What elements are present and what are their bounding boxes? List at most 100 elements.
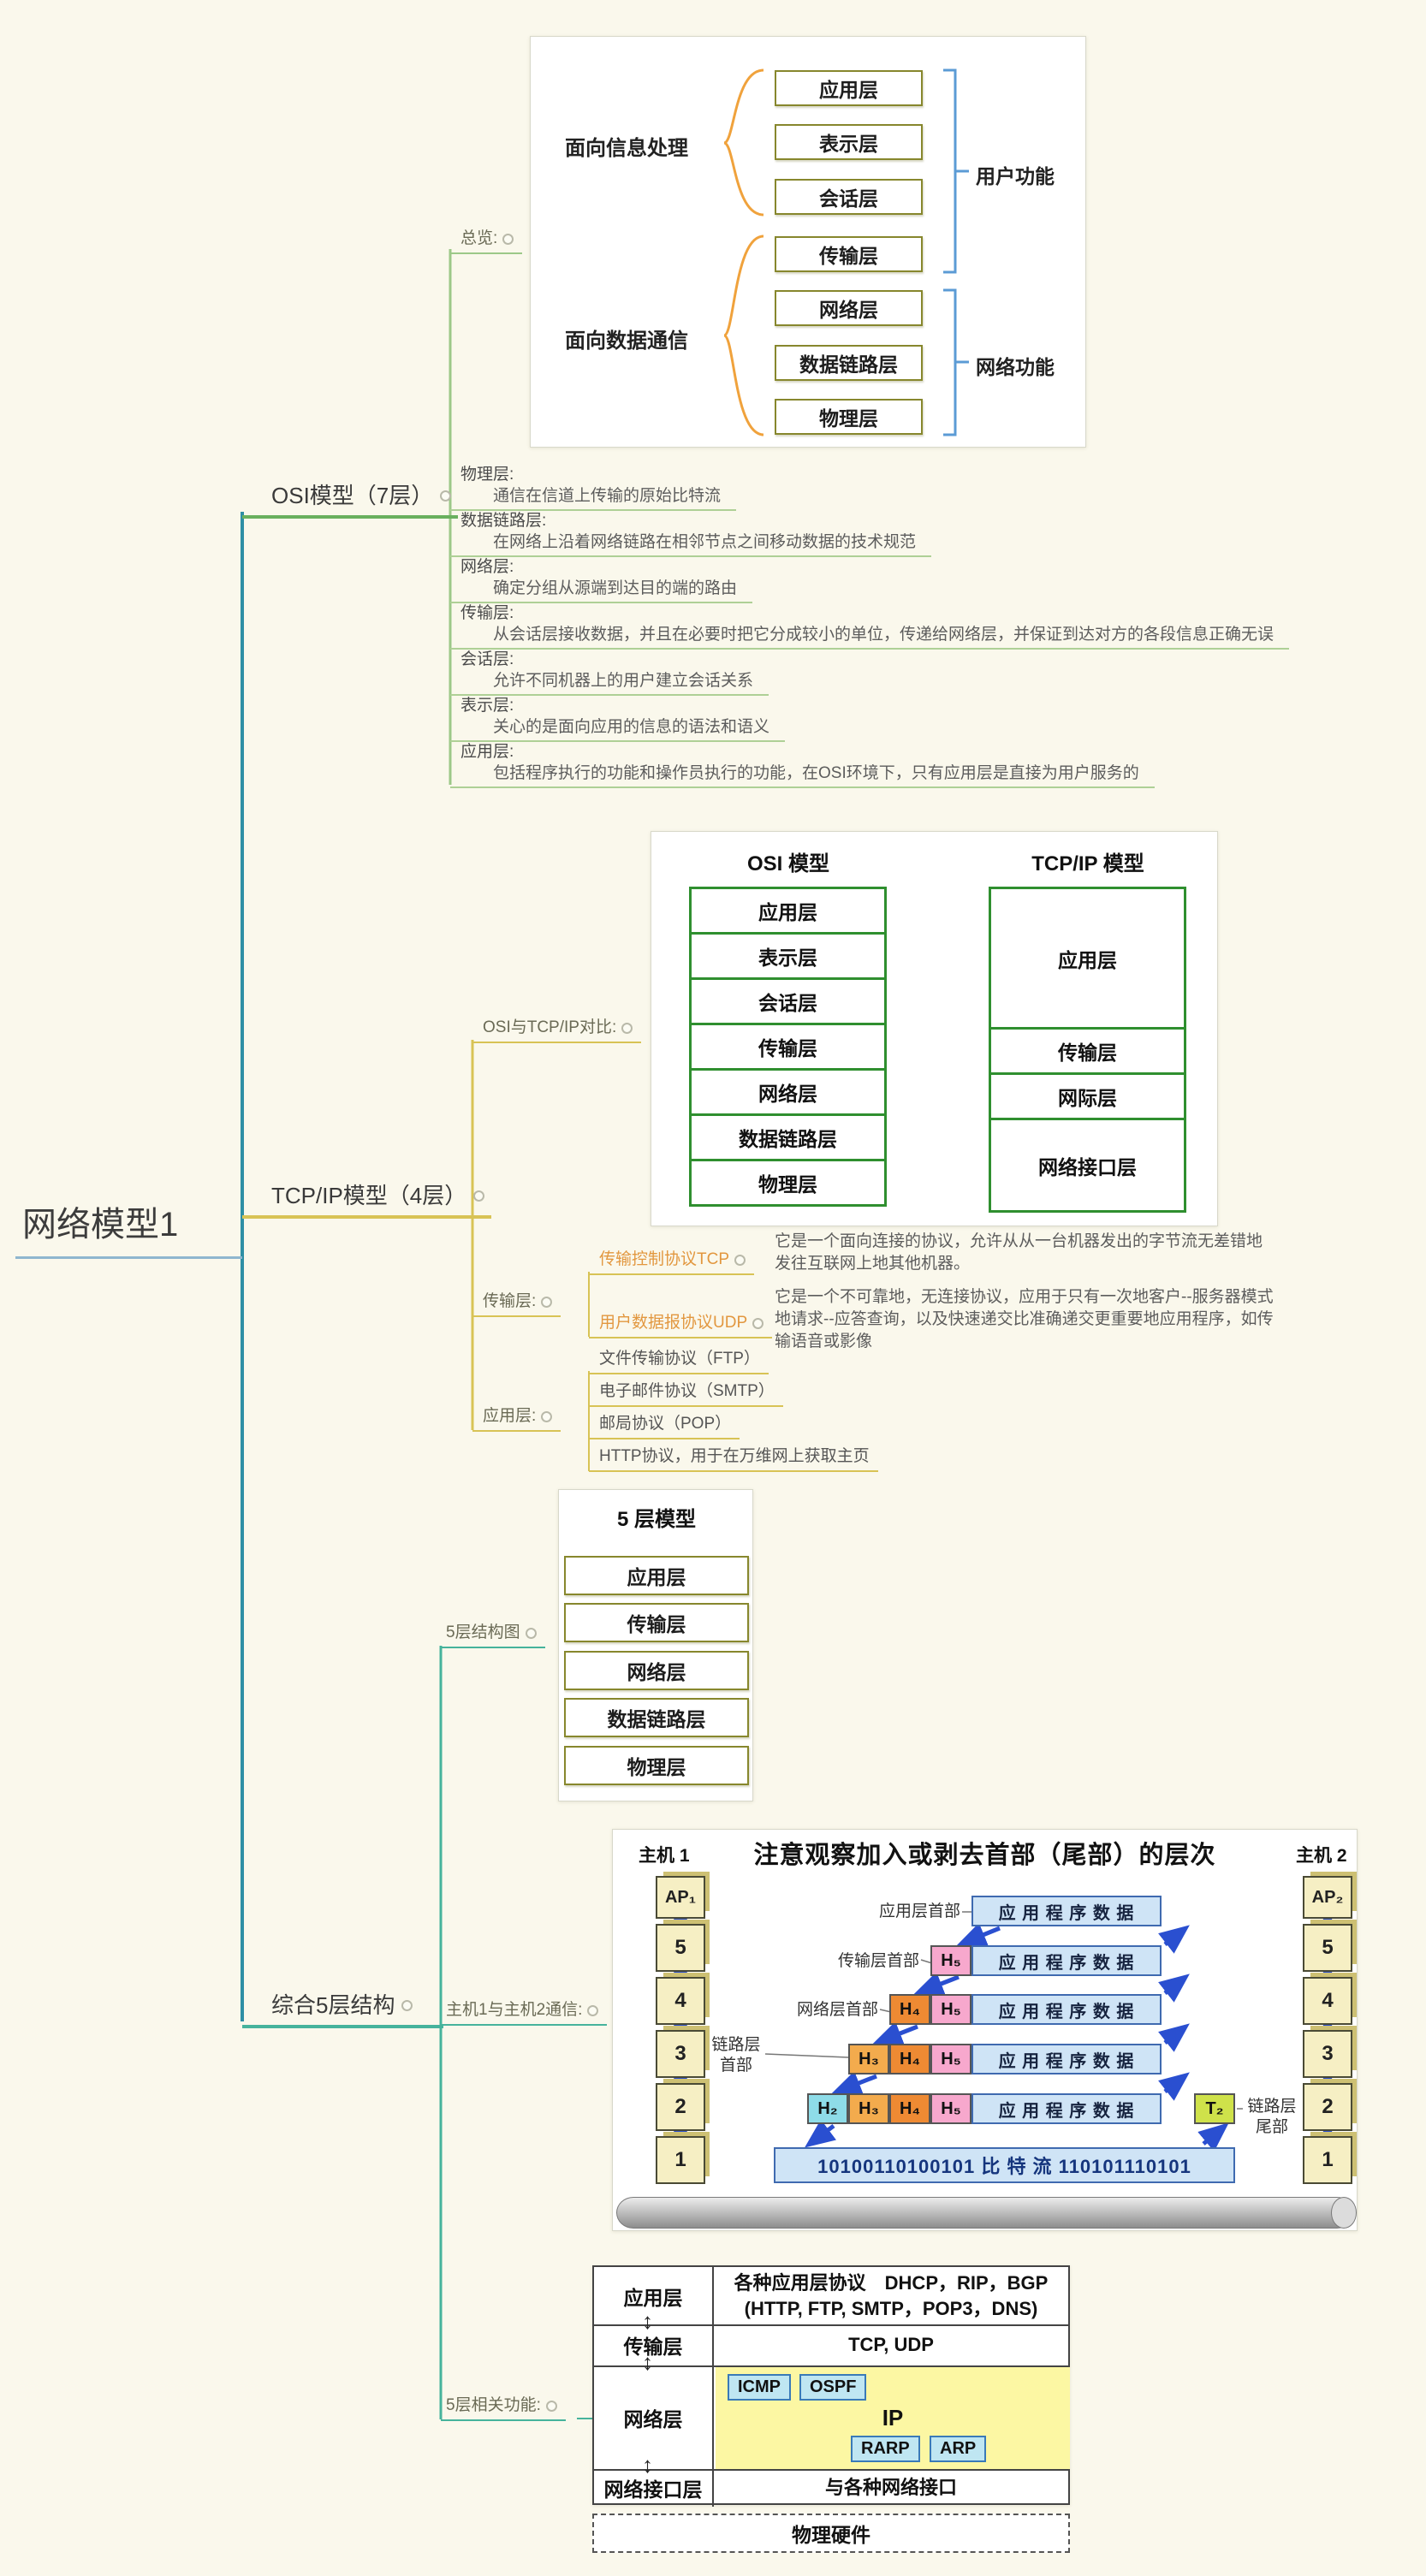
stack-layer-box: 5 [656,1924,705,1972]
branch-tcpip-label: TCP/IP模型（4层） [271,1183,467,1208]
node-osi-session[interactable]: 会话层: 允许不同机器上的用户建立会话关系 [450,649,769,696]
osi-overview-diagram: 面向信息处理 面向数据通信 用户功能 网络功能 应用层 表示层 会话层 传输层 … [530,36,1086,448]
link-trailer-label: 链路层尾部 [1247,2098,1297,2136]
node-tcpip-transport[interactable]: 传输层: [472,1291,561,1317]
node-comm-label: 主机1与主机2通信: [446,2001,583,2019]
stack-layer-box: 4 [656,1977,705,2025]
table-row-label: 传输层 [594,2324,714,2365]
node-osi-tcpip-compare[interactable]: OSI与TCP/IP对比: [472,1018,642,1043]
collapse-handle[interactable] [525,1627,537,1639]
collapse-handle[interactable] [401,1999,413,2011]
collapse-handle[interactable] [502,233,514,245]
node-smtp[interactable]: 电子邮件协议（SMTP） [589,1381,783,1407]
app-layer-protocols: 各种应用层协议 DHCP，RIP，BGP (HTTP, FTP, SMTP，PO… [714,2267,1068,2324]
tcpip-column: 应用层 传输层 网际层 网络接口层 [989,887,1186,1213]
item-label: 传输层: [460,604,514,622]
table-divider [594,2469,1068,2471]
tcpip-column-title: TCP/IP 模型 [1031,852,1144,875]
app-data-box: 应 用 程 序 数 据 [971,1896,1162,1926]
collapse-handle[interactable] [473,1190,485,1202]
root-topic[interactable]: 网络模型1 [15,1196,242,1259]
collapse-handle[interactable] [621,1022,633,1034]
h5-box: H₅ [930,2093,971,2124]
node-osi-overview[interactable]: 总览: [450,229,523,254]
five-layer-functions-table: 应用层 传输层 网络层 网络接口层 ↕ ↕ ↕ 各种应用层协议 DHCP，RIP… [592,2265,1070,2507]
branch-tcpip-model[interactable]: TCP/IP模型（4层） [242,1181,492,1219]
brace-shapes [722,68,969,436]
node-tcpip-application[interactable]: 应用层: [472,1406,561,1432]
item-desc: 通信在信道上传输的原始比特流 [493,487,722,505]
item-label: 表示层: [460,697,514,715]
table-row-label: 网络接口层 [594,2469,714,2507]
osi-column: 应用层 表示层 会话层 传输层 网络层 数据链路层 物理层 [689,887,887,1207]
table-divider [594,2324,1068,2326]
node-osi-presentation[interactable]: 表示层: 关心的是面向应用的信息的语法和语义 [450,695,786,742]
http-label: HTTP协议，用于在万维网上获取主页 [599,1447,870,1465]
osi-column-title: OSI 模型 [746,852,829,875]
transport-layer-protocols: TCP, UDP [848,2334,934,2355]
app-data-box: 应 用 程 序 数 据 [971,1945,1162,1976]
node-osi-datalink[interactable]: 数据链路层: 在网络上沿着网络链路在相邻节点之间移动数据的技术规范 [450,510,932,557]
collapse-handle[interactable] [587,2004,599,2016]
node-osi-overview-label: 总览: [460,229,498,247]
layer-box: 传输层 [564,1603,749,1642]
branch-osi-model[interactable]: OSI模型（7层） [242,481,459,519]
item-label: 会话层: [460,650,514,668]
item-desc: 允许不同机器上的用户建立会话关系 [493,672,754,690]
physical-hardware-box: 物理硬件 [592,2514,1070,2553]
h5-box: H₅ [930,1994,971,2025]
app-data-box: 应 用 程 序 数 据 [971,1994,1162,2025]
cmp-cell: 物理层 [689,1159,887,1207]
rarp-chip: RARP [851,2436,920,2462]
layer-box: 数据链路层 [775,345,923,381]
node-application-label: 应用层: [483,1407,537,1425]
item-desc: 包括程序执行的功能和操作员执行的功能，在OSI环境下，只有应用层是直接为用户服务… [493,764,1139,782]
collapse-handle[interactable] [541,1410,553,1422]
cmp-cell: 应用层 [989,887,1186,1030]
item-label: 数据链路层: [460,512,547,530]
collapse-handle[interactable] [541,1296,553,1308]
stack-layer-box: 5 [1303,1924,1352,1972]
t2-box: T₂ [1194,2093,1235,2124]
node-tcp-protocol[interactable]: 传输控制协议TCP [589,1249,755,1275]
collapse-handle[interactable] [545,2400,557,2412]
branch-five-layer[interactable]: 综合5层结构 [242,1991,443,2028]
icmp-chip: ICMP [728,2374,791,2401]
trans-header-label: 传输层首部 [837,1952,919,1970]
bitstream-box: 10100110100101 比 特 流 110101110101 [774,2147,1235,2183]
node-host-communication[interactable]: 主机1与主机2通信: [441,2000,608,2026]
node-ftp[interactable]: 文件传输协议（FTP） [589,1349,769,1374]
app-header-label: 应用层首部 [878,1902,960,1920]
h2-box: H₂ [807,2093,848,2124]
physical-medium-cylinder [616,2197,1357,2229]
network-function-label: 网络功能 [976,356,1055,378]
stack-layer-box: 2 [1303,2083,1352,2131]
node-pop[interactable]: 邮局协议（POP） [589,1414,740,1439]
layer-box: 表示层 [775,124,923,160]
node-five-structure[interactable]: 5层结构图 [441,1623,545,1648]
node-osi-transport[interactable]: 传输层: 从会话层接收数据，并且在必要时把它分成较小的单位，传递给网络层，并保证… [450,602,1290,650]
node-udp-protocol[interactable]: 用户数据报协议UDP [589,1313,773,1338]
udp-protocol-desc[interactable]: 它是一个不可靠地，无连接协议，应用于只有一次地客户--服务器模式地请求--应答查… [775,1288,1274,1350]
node-compare-label: OSI与TCP/IP对比: [483,1018,617,1036]
cmp-cell: 网络层 [689,1068,887,1116]
node-osi-physical[interactable]: 物理层: 通信在信道上传输的原始比特流 [450,464,737,511]
node-http[interactable]: HTTP协议，用于在万维网上获取主页 [589,1446,878,1472]
collapse-handle[interactable] [752,1317,764,1329]
cmp-cell: 表示层 [689,932,887,980]
smtp-label: 电子邮件协议（SMTP） [599,1382,775,1400]
node-osi-network[interactable]: 网络层: 确定分组从源端到达目的端的路由 [450,556,753,603]
h5-box: H₅ [930,1945,971,1976]
item-label: 应用层: [460,743,514,761]
host2-label: 主机 2 [1296,1846,1347,1866]
node-five-functions[interactable]: 5层相关功能: [441,2395,566,2421]
collapse-handle[interactable] [440,490,452,502]
collapse-handle[interactable] [734,1254,746,1266]
app-data-box: 应 用 程 序 数 据 [971,2093,1162,2124]
item-label: 物理层: [460,466,514,484]
user-function-label: 用户功能 [976,165,1055,187]
comm-diagram-title: 注意观察加入或剥去首部（尾部）的层次 [753,1842,1216,1869]
node-osi-application[interactable]: 应用层: 包括程序执行的功能和操作员执行的功能，在OSI环境下，只有应用层是直接… [450,741,1155,788]
tcp-protocol-desc[interactable]: 它是一个面向连接的协议，允许从从一台机器发出的字节流无差错地发往互联网上地其他机… [775,1232,1263,1273]
